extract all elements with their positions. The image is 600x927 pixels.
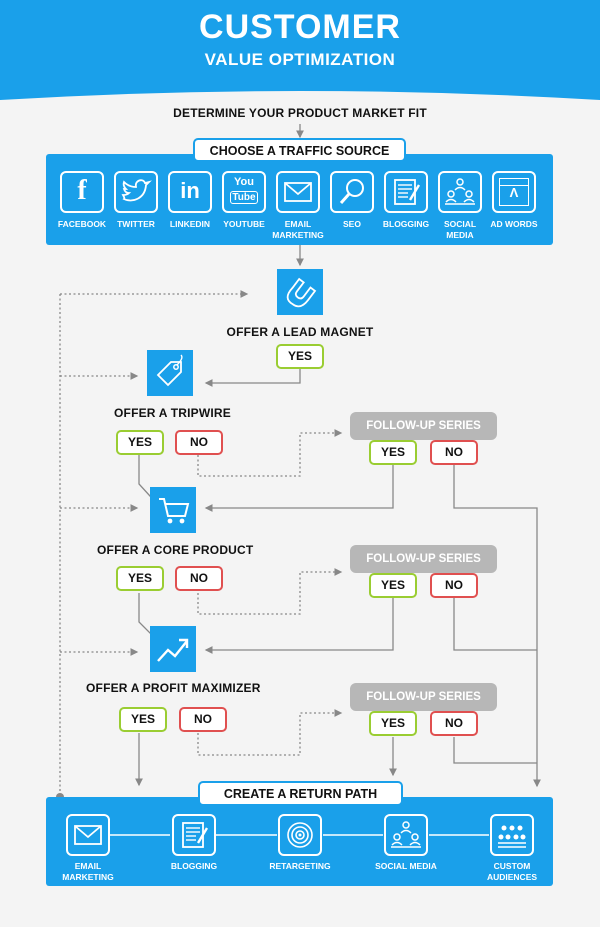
traffic-label-linkedin: LINKEDIN bbox=[169, 219, 211, 229]
core-product-yes[interactable]: YES bbox=[116, 566, 164, 591]
return-label-blogging: BLOGGING bbox=[170, 861, 218, 871]
traffic-label-twitter: TWITTER bbox=[117, 219, 155, 229]
followup-1-yes[interactable]: YES bbox=[369, 440, 417, 465]
profit-maximizer-label: OFFER A PROFIT MAXIMIZER bbox=[86, 681, 261, 695]
cart-icon bbox=[150, 487, 196, 533]
traffic-label-adwords: AD WORDS bbox=[490, 219, 538, 229]
blog-icon[interactable] bbox=[384, 171, 428, 213]
traffic-label-seo: SEO bbox=[343, 219, 361, 229]
page-subtitle: VALUE OPTIMIZATION bbox=[204, 50, 396, 69]
followup-2-no[interactable]: NO bbox=[430, 573, 478, 598]
linkedin-icon[interactable]: in bbox=[168, 171, 212, 213]
traffic-label-social-media: SOCIAL MEDIA bbox=[443, 219, 477, 240]
return-label-retargeting: RETARGETING bbox=[269, 861, 331, 871]
profit-maximizer-yes[interactable]: YES bbox=[119, 707, 167, 732]
followup-3-yes[interactable]: YES bbox=[369, 711, 417, 736]
email-icon[interactable] bbox=[276, 171, 320, 213]
return-email-icon[interactable] bbox=[66, 814, 110, 856]
adwords-icon[interactable]: Λ bbox=[492, 171, 536, 213]
core-product-no[interactable]: NO bbox=[175, 566, 223, 591]
tripwire-yes[interactable]: YES bbox=[116, 430, 164, 455]
followup-series-3: FOLLOW-UP SERIES bbox=[350, 683, 497, 711]
return-social-media-icon[interactable] bbox=[384, 814, 428, 856]
followup-series-1: FOLLOW-UP SERIES bbox=[350, 412, 497, 440]
traffic-label-blogging: BLOGGING bbox=[382, 219, 430, 229]
chart-arrow-icon bbox=[150, 626, 196, 672]
return-label-social-media: SOCIAL MEDIA bbox=[375, 861, 437, 871]
social-media-icon[interactable] bbox=[438, 171, 482, 213]
core-product-label: OFFER A CORE PRODUCT bbox=[97, 543, 254, 557]
page-title: CUSTOMER bbox=[199, 8, 401, 46]
magnet-icon bbox=[277, 269, 323, 315]
followup-1-no[interactable]: NO bbox=[430, 440, 478, 465]
magnifier-icon[interactable] bbox=[330, 171, 374, 213]
followup-3-no[interactable]: NO bbox=[430, 711, 478, 736]
traffic-source-title: CHOOSE A TRAFFIC SOURCE bbox=[193, 138, 406, 162]
lead-magnet-yes[interactable]: YES bbox=[276, 344, 324, 369]
return-label-custom-audiences: CUSTOM AUDIENCES bbox=[486, 861, 538, 882]
tag-icon bbox=[147, 350, 193, 396]
lead-magnet-label: OFFER A LEAD MAGNET bbox=[226, 325, 374, 339]
youtube-icon[interactable]: You Tube bbox=[222, 171, 266, 213]
traffic-label-facebook: FACEBOOK bbox=[57, 219, 107, 229]
tripwire-label: OFFER A TRIPWIRE bbox=[114, 406, 231, 420]
return-path-title: CREATE A RETURN PATH bbox=[198, 781, 403, 806]
audience-icon[interactable] bbox=[490, 814, 534, 856]
facebook-icon[interactable]: f bbox=[60, 171, 104, 213]
return-label-email: EMAIL MARKETING bbox=[62, 861, 114, 882]
target-icon[interactable] bbox=[278, 814, 322, 856]
tripwire-no[interactable]: NO bbox=[175, 430, 223, 455]
followup-2-yes[interactable]: YES bbox=[369, 573, 417, 598]
twitter-icon[interactable] bbox=[114, 171, 158, 213]
return-blog-icon[interactable] bbox=[172, 814, 216, 856]
market-fit-label: DETERMINE YOUR PRODUCT MARKET FIT bbox=[173, 106, 427, 120]
traffic-label-email: EMAIL MARKETING bbox=[272, 219, 324, 240]
traffic-label-youtube: YOUTUBE bbox=[223, 219, 265, 229]
followup-series-2: FOLLOW-UP SERIES bbox=[350, 545, 497, 573]
profit-maximizer-no[interactable]: NO bbox=[179, 707, 227, 732]
